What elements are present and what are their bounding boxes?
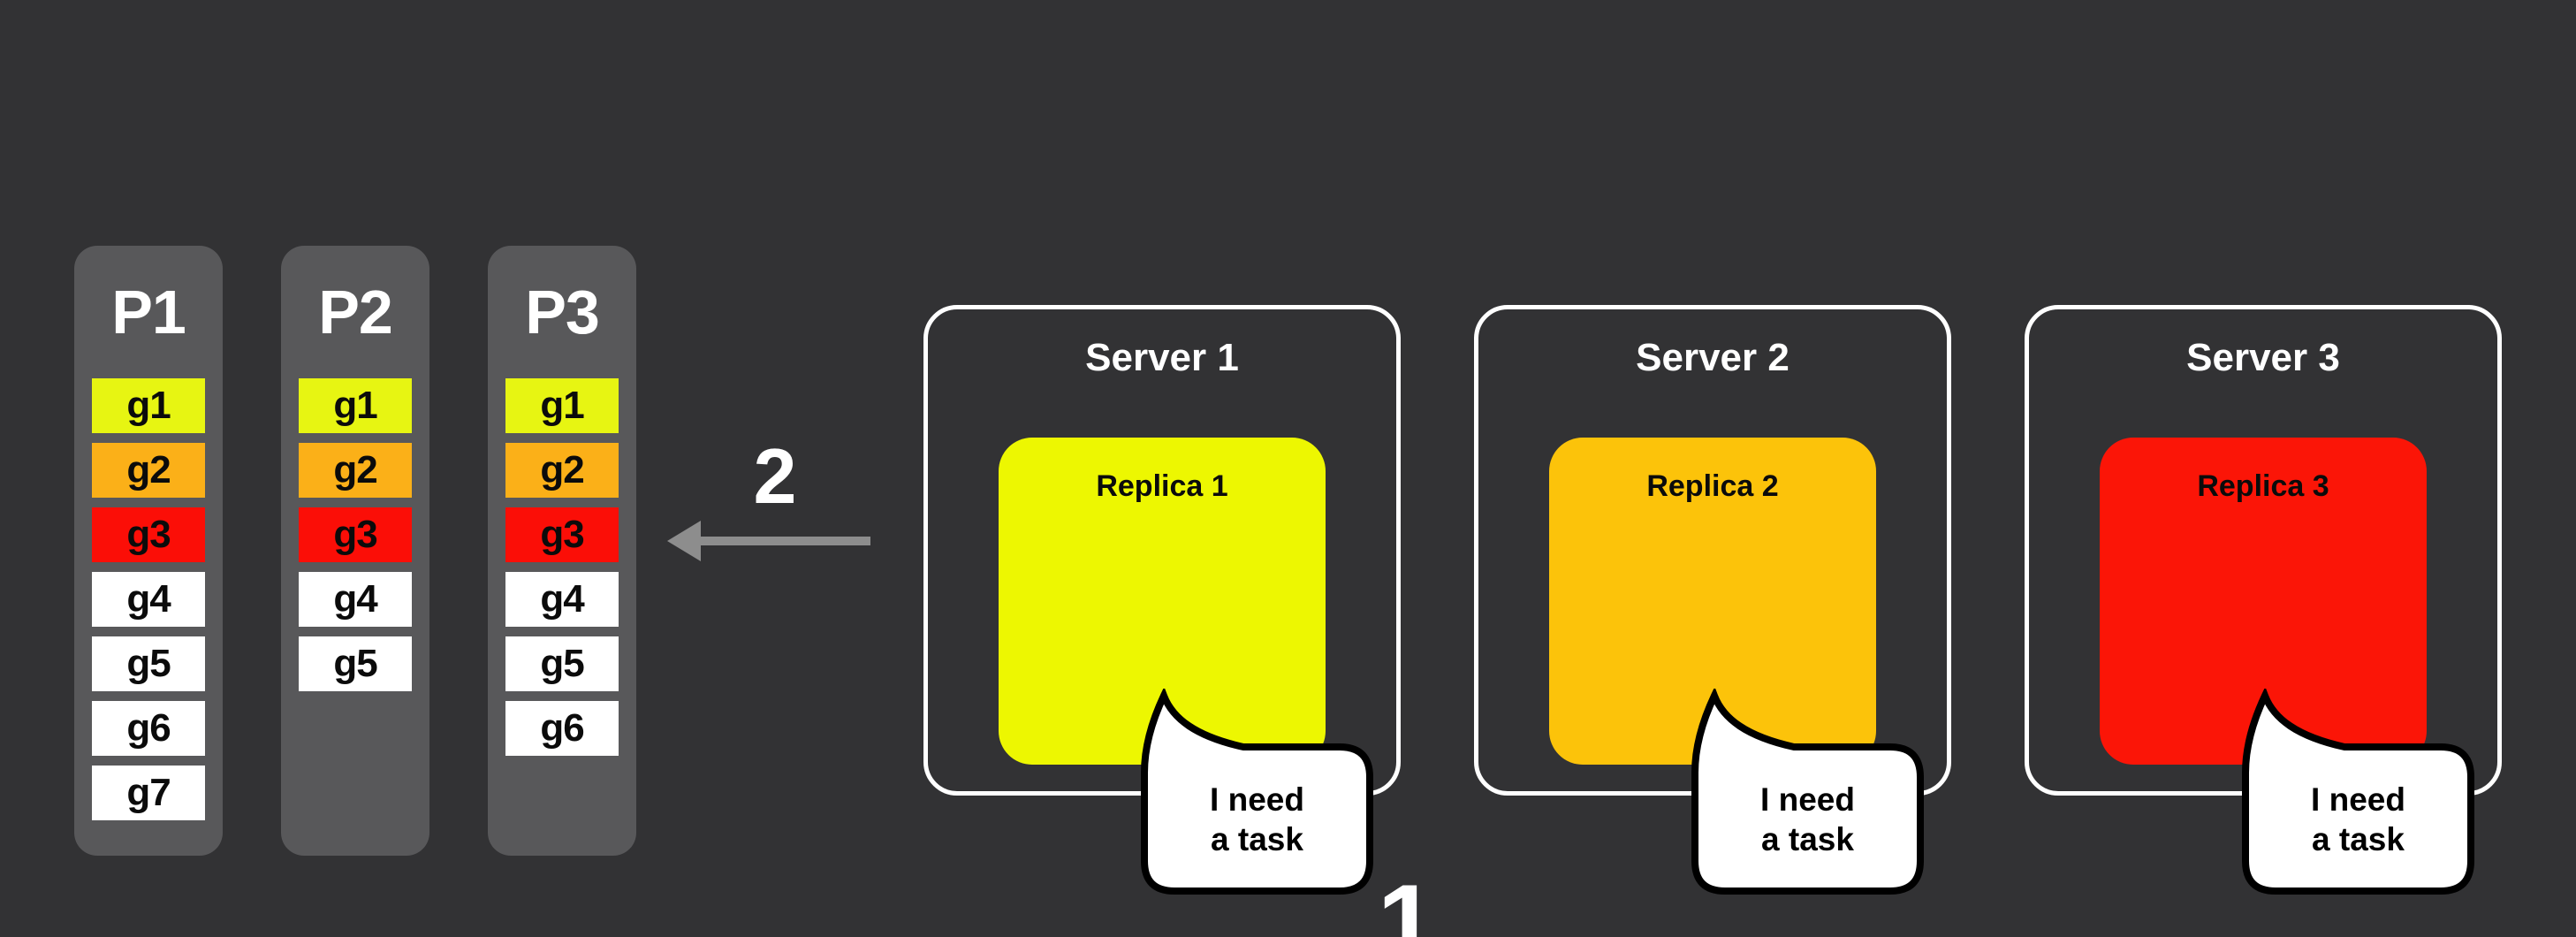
- task-cell: g1: [92, 378, 205, 433]
- server-label: Server 3: [2186, 336, 2340, 379]
- partition-title: P1: [111, 278, 186, 347]
- speech-bubble-2: I need a task: [1690, 689, 1928, 896]
- bubble-line: I need: [1210, 781, 1304, 818]
- speech-bubble-shape: [1141, 689, 1373, 895]
- bubble-line: a task: [1211, 820, 1303, 857]
- task-cell: g3: [505, 507, 619, 562]
- task-cell: g4: [92, 572, 205, 627]
- replica-label: Replica 1: [1096, 469, 1228, 503]
- left-arrow-icon: [667, 521, 870, 561]
- task-cell: g3: [299, 507, 412, 562]
- task-cell: g1: [299, 378, 412, 433]
- task-cell: g2: [505, 443, 619, 498]
- server-label: Server 2: [1636, 336, 1790, 379]
- task-cell: g4: [505, 572, 619, 627]
- task-cell: g5: [92, 636, 205, 691]
- task-cell: g7: [92, 766, 205, 820]
- bubble-line: I need: [1760, 781, 1855, 818]
- task-cell: g2: [92, 443, 205, 498]
- partition-column-p1: P1 g1 g2 g3 g4 g5 g6 g7: [74, 246, 223, 856]
- task-cell: g2: [299, 443, 412, 498]
- step-2-label: 2: [753, 432, 797, 520]
- task-cell: g5: [299, 636, 412, 691]
- bubble-line: a task: [2312, 820, 2405, 857]
- speech-bubble-shape: [2242, 689, 2474, 895]
- speech-bubble-1: I need a task: [1139, 689, 1378, 896]
- task-cell: g6: [505, 701, 619, 756]
- speech-bubble-3: I need a task: [2240, 689, 2479, 896]
- partition-column-p2: P2 g1 g2 g3 g4 g5: [281, 246, 429, 856]
- partition-title: P2: [318, 278, 393, 347]
- server-label: Server 1: [1085, 336, 1239, 379]
- bubble-line: a task: [1761, 820, 1854, 857]
- task-cell: g5: [505, 636, 619, 691]
- bubble-line: I need: [2311, 781, 2405, 818]
- replica-label: Replica 2: [1646, 469, 1779, 503]
- speech-bubble-shape: [1691, 689, 1924, 895]
- bubble-text: I need a task: [1695, 747, 1920, 891]
- task-cell: g1: [505, 378, 619, 433]
- bubble-text: I need a task: [2245, 747, 2471, 891]
- task-cell: g6: [92, 701, 205, 756]
- task-cell: g3: [92, 507, 205, 562]
- step-1-label: 1: [1377, 863, 1437, 937]
- partition-title: P3: [525, 278, 600, 347]
- replica-label: Replica 3: [2197, 469, 2329, 503]
- partition-column-p3: P3 g1 g2 g3 g4 g5 g6: [488, 246, 636, 856]
- bubble-text: I need a task: [1144, 747, 1370, 891]
- task-cell: g4: [299, 572, 412, 627]
